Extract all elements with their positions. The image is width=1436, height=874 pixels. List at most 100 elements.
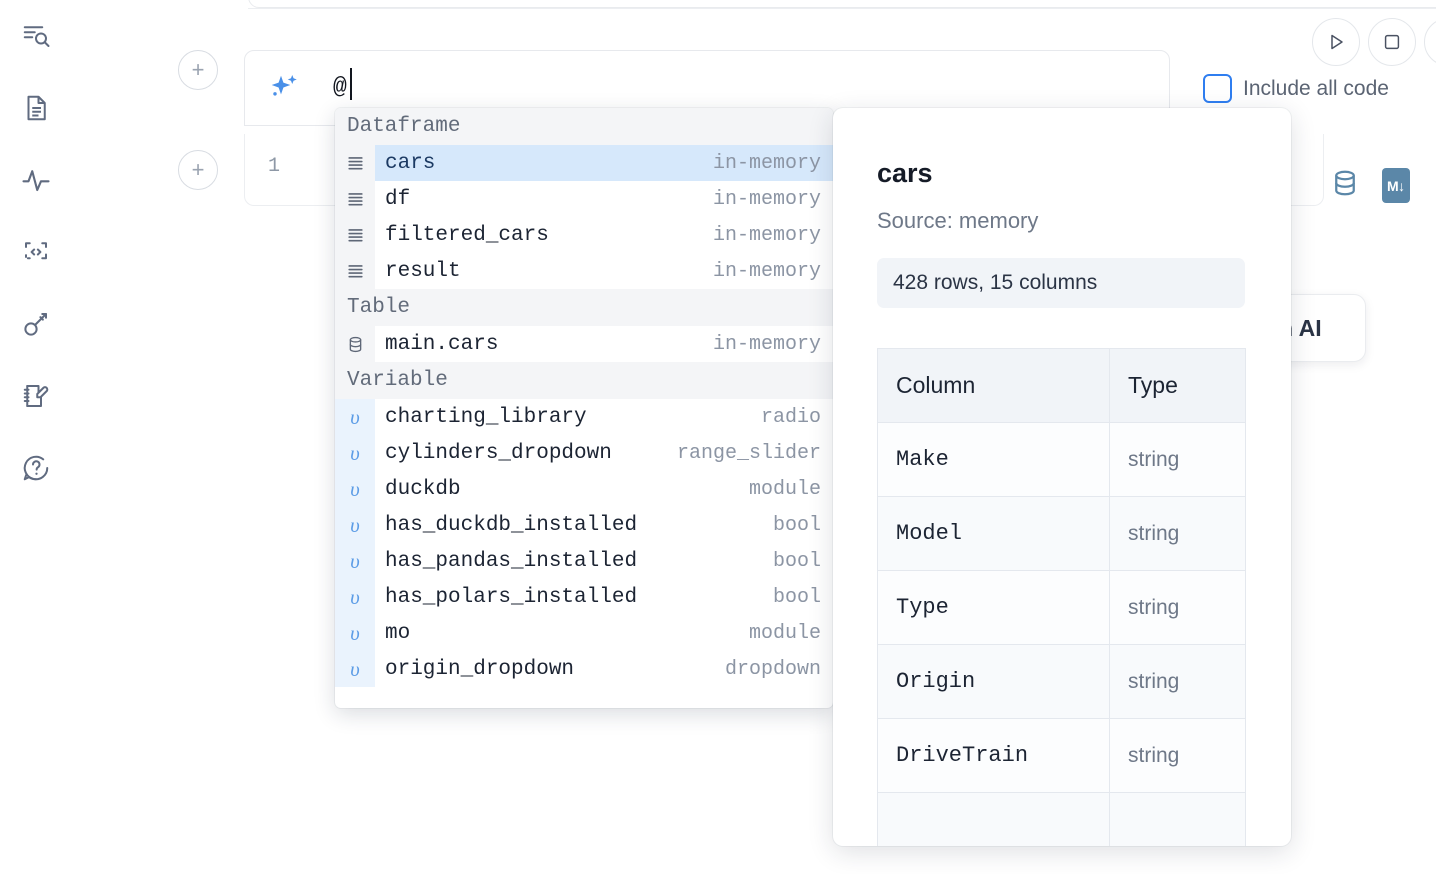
document-icon[interactable]	[14, 86, 58, 130]
left-icon-rail	[0, 0, 72, 874]
doc-table-row-partial	[877, 792, 1246, 846]
include-all-code-checkbox[interactable]	[1203, 74, 1232, 103]
autocomplete-item-type: dropdown	[724, 657, 821, 681]
include-all-code-label: Include all code	[1243, 76, 1389, 100]
autocomplete-item[interactable]: cars in-memory	[335, 145, 833, 181]
key-icon[interactable]	[14, 302, 58, 346]
autocomplete-item-type: in-memory	[712, 151, 821, 175]
autocomplete-item[interactable]: df in-memory	[335, 181, 833, 217]
variable-icon: υ	[335, 543, 375, 579]
prompt-input-value[interactable]: @	[333, 74, 348, 100]
autocomplete-item-name: filtered_cars	[385, 223, 549, 247]
autocomplete-item[interactable]: υ origin_dropdown dropdown	[335, 651, 833, 687]
doc-column-type: string	[1109, 644, 1246, 719]
add-cell-button-top[interactable]: +	[178, 50, 218, 90]
autocomplete-item-body: filtered_cars in-memory	[375, 217, 833, 253]
doc-column-name: Model	[877, 496, 1110, 571]
doc-column-name: Type	[877, 570, 1110, 645]
scratchpad-icon[interactable]	[14, 374, 58, 418]
doc-shape-badge: 428 rows, 15 columns	[877, 258, 1245, 308]
autocomplete-item-type: in-memory	[712, 187, 821, 211]
markdown-letter: M	[1387, 177, 1399, 194]
autocomplete-item-type: in-memory	[712, 223, 821, 247]
autocomplete-item[interactable]: υ has_pandas_installed bool	[335, 543, 833, 579]
variable-icon: υ	[335, 651, 375, 687]
autocomplete-item-type: module	[748, 477, 821, 501]
autocomplete-item-body: result in-memory	[375, 253, 833, 289]
autocomplete-item-type: bool	[772, 549, 821, 573]
code-brackets-icon[interactable]	[14, 230, 58, 274]
autocomplete-item-body: df in-memory	[375, 181, 833, 217]
autocomplete-item-name: has_duckdb_installed	[385, 513, 638, 537]
autocomplete-group-header: Variable	[335, 362, 833, 399]
autocomplete-item-type: in-memory	[712, 259, 821, 283]
autocomplete-item[interactable]: filtered_cars in-memory	[335, 217, 833, 253]
ai-sparkle-icon	[266, 72, 302, 108]
autocomplete-item-body: has_pandas_installed bool	[375, 543, 833, 579]
autocomplete-item-name: origin_dropdown	[385, 657, 575, 681]
autocomplete-item-type: in-memory	[712, 332, 821, 356]
top-panel-edge	[248, 0, 1436, 8]
doc-column-name: Make	[877, 422, 1110, 497]
markdown-icon[interactable]: M↓	[1382, 168, 1410, 203]
doc-column-type: string	[1109, 422, 1246, 497]
add-cell-button-bottom[interactable]: +	[178, 150, 218, 190]
top-divider	[248, 8, 1436, 9]
autocomplete-item-name: cars	[385, 151, 436, 175]
doc-column-type: string	[1109, 570, 1246, 645]
doc-column-name: DriveTrain	[877, 718, 1110, 793]
autocomplete-item[interactable]: result in-memory	[335, 253, 833, 289]
dataframe-icon	[335, 145, 375, 181]
outline-search-icon[interactable]	[14, 14, 58, 58]
autocomplete-item-name: mo	[385, 621, 411, 645]
doc-table-header-cell: Type	[1109, 348, 1246, 423]
database-icon[interactable]	[1330, 168, 1360, 203]
autocomplete-item-type: module	[748, 621, 821, 645]
database-icon	[335, 326, 375, 362]
autocomplete-item-body: cars in-memory	[375, 145, 833, 181]
autocomplete-group-header: Dataframe	[335, 108, 833, 145]
run-button[interactable]	[1312, 18, 1360, 66]
variable-icon: υ	[335, 399, 375, 435]
autocomplete-item-name: cylinders_dropdown	[385, 441, 612, 465]
autocomplete-item-body: origin_dropdown dropdown	[375, 651, 833, 687]
variable-icon: υ	[335, 615, 375, 651]
overflow-button[interactable]	[1424, 18, 1436, 66]
autocomplete-item-name: charting_library	[385, 405, 587, 429]
autocomplete-item-body: charting_library radio	[375, 399, 833, 435]
autocomplete-item[interactable]: υ charting_library radio	[335, 399, 833, 435]
run-controls	[1312, 18, 1436, 66]
stop-button[interactable]	[1368, 18, 1416, 66]
autocomplete-item-name: main.cars	[385, 332, 499, 356]
autocomplete-item-body: main.cars in-memory	[375, 326, 833, 362]
autocomplete-item-name: has_pandas_installed	[385, 549, 638, 573]
autocomplete-item-name: df	[385, 187, 411, 211]
autocomplete-item[interactable]: main.cars in-memory	[335, 326, 833, 362]
activity-icon[interactable]	[14, 158, 58, 202]
doc-column-type: string	[1109, 496, 1246, 571]
autocomplete-item-type: radio	[760, 405, 821, 429]
variable-icon: υ	[335, 579, 375, 615]
autocomplete-item-name: result	[385, 259, 461, 283]
dataframe-icon	[335, 217, 375, 253]
autocomplete-item-type: range_slider	[676, 441, 821, 465]
include-all-code-row[interactable]: Include all code	[1203, 74, 1389, 103]
help-chat-icon[interactable]	[14, 446, 58, 490]
markdown-arrow: ↓	[1398, 177, 1405, 194]
autocomplete-item-type: bool	[772, 513, 821, 537]
autocomplete-item-body: cylinders_dropdown range_slider	[375, 435, 833, 471]
